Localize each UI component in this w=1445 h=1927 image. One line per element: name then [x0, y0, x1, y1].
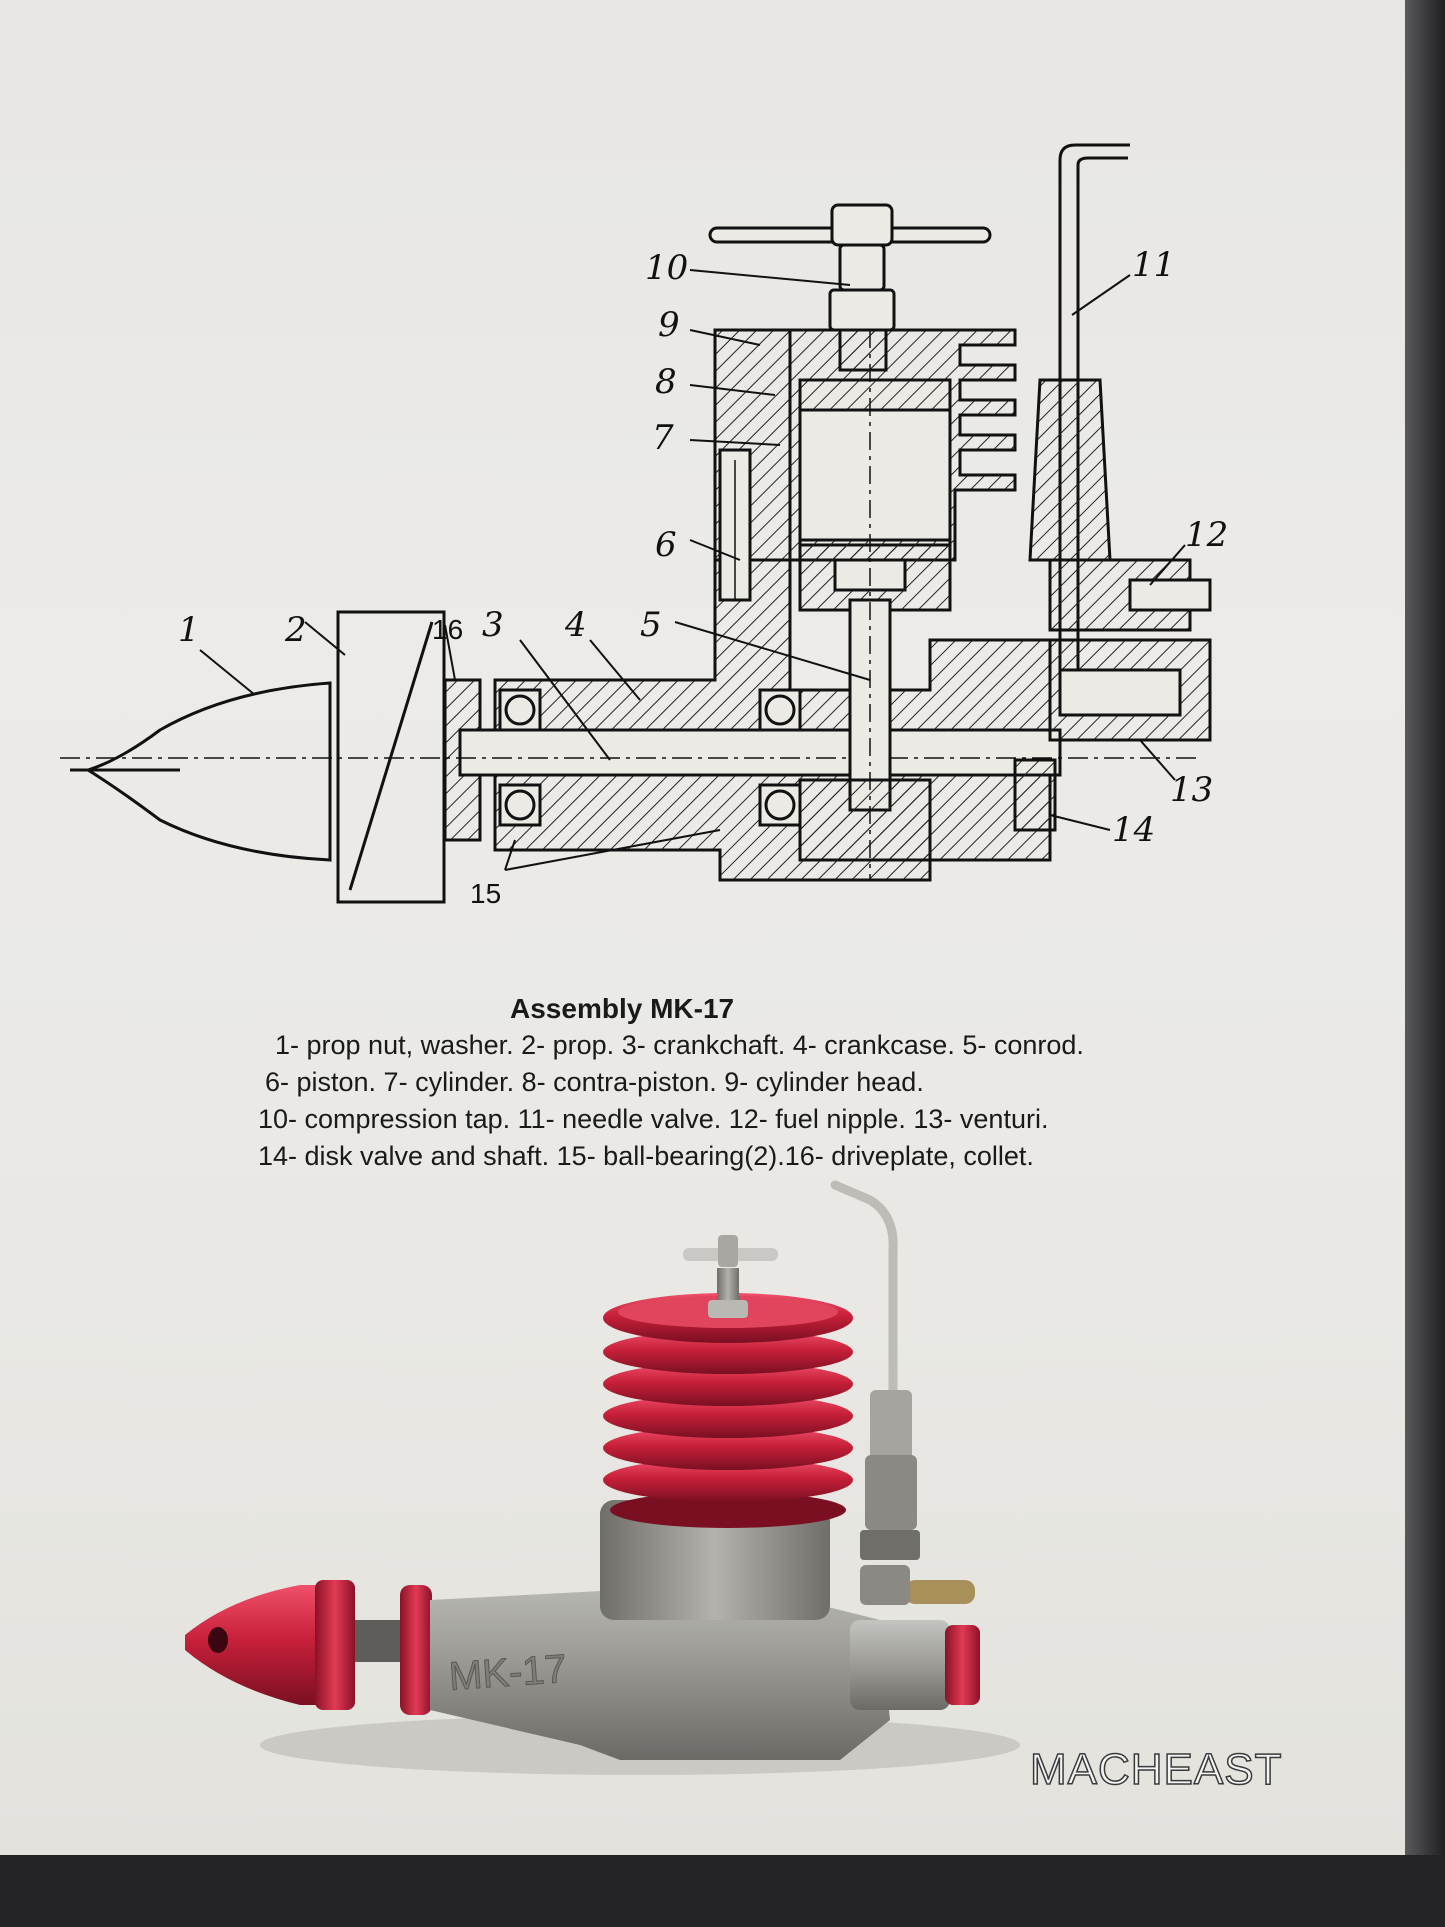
callout-10: 10: [645, 248, 689, 288]
caption-line-2: 6- piston. 7- cylinder. 8- contra-piston…: [265, 1067, 924, 1097]
drawing-crankcase: [60, 558, 1200, 882]
drawing-propeller: [336, 610, 446, 904]
callout-5: 5: [640, 605, 662, 645]
callout-4: 4: [565, 605, 587, 645]
caption-title: Assembly MK-17: [510, 993, 735, 1024]
engine-photo: MK-17: [185, 1180, 1020, 1775]
caption-line-1: 1- prop nut, washer. 2- prop. 3- crankch…: [275, 1030, 1084, 1060]
caption-line-3: 10- compression tap. 11- needle valve. 1…: [258, 1104, 1049, 1134]
callout-8: 8: [655, 362, 677, 402]
callout-2: 2: [285, 610, 307, 650]
callout-6: 6: [655, 525, 677, 565]
callout-3: 3: [482, 605, 504, 645]
callout-9: 9: [658, 305, 680, 345]
table-bottom: [0, 1855, 1445, 1927]
callout-11: 11: [1132, 245, 1176, 285]
drawing-leader-lines: [199, 269, 1186, 871]
engine-marking: MK-17: [448, 1647, 569, 1699]
compression-tap-photo: [683, 1235, 778, 1318]
drawing-spinner: [70, 681, 332, 862]
cylinder-head-fins: [603, 1293, 853, 1528]
callout-15: 15: [470, 878, 502, 909]
callout-12: 12: [1185, 515, 1229, 555]
callout-7: 7: [652, 418, 674, 458]
table-edge: [1405, 0, 1445, 1927]
caption-line-4: 14- disk valve and shaft. 15- ball-beari…: [258, 1141, 1034, 1171]
needle-valve-photo: [830, 1180, 975, 1605]
watermark: MACHEAST: [1029, 1744, 1283, 1795]
drawing-cylinder: [713, 328, 1017, 880]
drawing-needle-valve: [1013, 143, 1212, 832]
assembly-caption: Assembly MK-17 1- prop nut, washer. 2- p…: [240, 990, 1240, 1175]
drawing-compression-tap: [708, 203, 992, 372]
callout-14: 14: [1112, 810, 1156, 850]
callout-13: 13: [1170, 770, 1214, 810]
callout-16: 16: [432, 614, 464, 645]
callout-1: 1: [178, 610, 200, 650]
